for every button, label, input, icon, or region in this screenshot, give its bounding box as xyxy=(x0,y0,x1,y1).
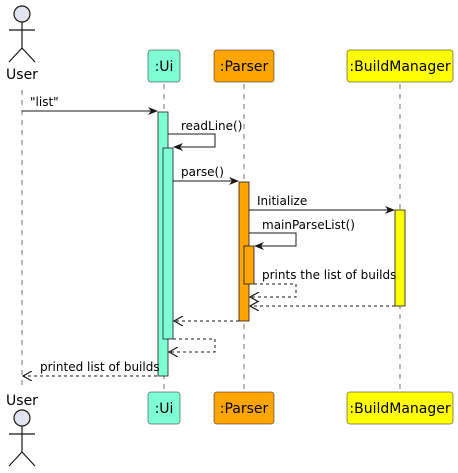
participant-ui-label-bottom: :Ui xyxy=(155,401,174,417)
message-parse-label: parse() xyxy=(181,165,224,179)
message-readline-arrow xyxy=(168,133,216,151)
participant-parser-box-top xyxy=(213,49,275,83)
participant-buildmanager-box-bottom xyxy=(346,391,454,425)
message-readline-label: readLine() xyxy=(181,119,242,133)
participant-parser-label-bottom: :Parser xyxy=(220,401,269,417)
message-prints-list-arrow xyxy=(250,283,297,297)
return-ui-self-arrow xyxy=(169,338,216,352)
message-prints-list-label: prints the list of builds xyxy=(262,268,396,282)
participant-user-label-top: User xyxy=(6,67,38,83)
participant-ui-label-top: :Ui xyxy=(155,59,174,75)
user-actor-icon-bottom xyxy=(8,409,36,467)
message-printed-list-label: printed list of builds xyxy=(40,360,160,374)
participant-ui-box-top xyxy=(147,49,181,83)
participant-parser-box-bottom xyxy=(213,391,275,425)
message-mainparselist-arrow xyxy=(249,232,297,250)
activation-parser-inner xyxy=(243,245,255,285)
activation-buildmanager xyxy=(394,209,406,307)
message-mainparselist-label: mainParseList() xyxy=(262,218,355,232)
participant-buildmanager-label-top: :BuildManager xyxy=(349,59,450,75)
message-list-label: "list" xyxy=(30,95,59,109)
participant-buildmanager-label-bottom: :BuildManager xyxy=(349,401,450,417)
participant-parser-label-top: :Parser xyxy=(220,59,269,75)
participant-ui-box-bottom xyxy=(147,391,181,425)
message-initialize-label: Initialize xyxy=(257,194,307,208)
participant-user-label-bottom: User xyxy=(6,393,38,409)
activation-ui-inner xyxy=(162,147,174,340)
user-actor-icon-top xyxy=(8,5,36,63)
participant-buildmanager-box-top xyxy=(346,49,454,83)
